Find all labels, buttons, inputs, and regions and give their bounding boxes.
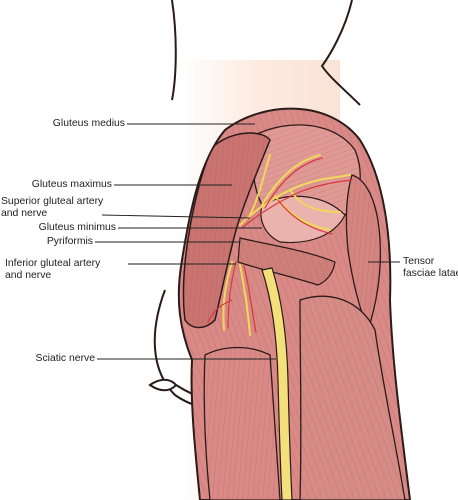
label-sciatic-nerve: Sciatic nerve [35,353,95,364]
label-inferior-gluteal-artery-and-nerve: Inferior gluteal artery and nerve [5,258,101,281]
gluteal-fold [148,378,178,392]
body-contour-back [171,0,177,101]
label-pyriformis: Pyriformis [46,236,93,247]
label-superior-gluteal-artery-and-nerve: Superior gluteal artery and nerve [1,196,104,219]
body-contour-front [320,0,361,106]
inferior-gluteal-nerve [222,261,251,336]
label-tensor-fasciae-latae: Tensor fasciae latae [403,256,458,279]
leader-superior-gluteal [101,214,251,219]
sciatic-nerve [261,267,293,500]
label-gluteus-maximus: Gluteus maximus [31,179,112,190]
superior-gluteal-artery [241,157,353,235]
leader-lines [95,123,400,360]
gluteus-minimus-muscle [260,195,346,244]
label-gluteus-minimus: Gluteus minimus [38,222,116,233]
label-gluteus-medius: Gluteus medius [52,118,125,129]
inferior-gluteal-artery [207,261,257,333]
